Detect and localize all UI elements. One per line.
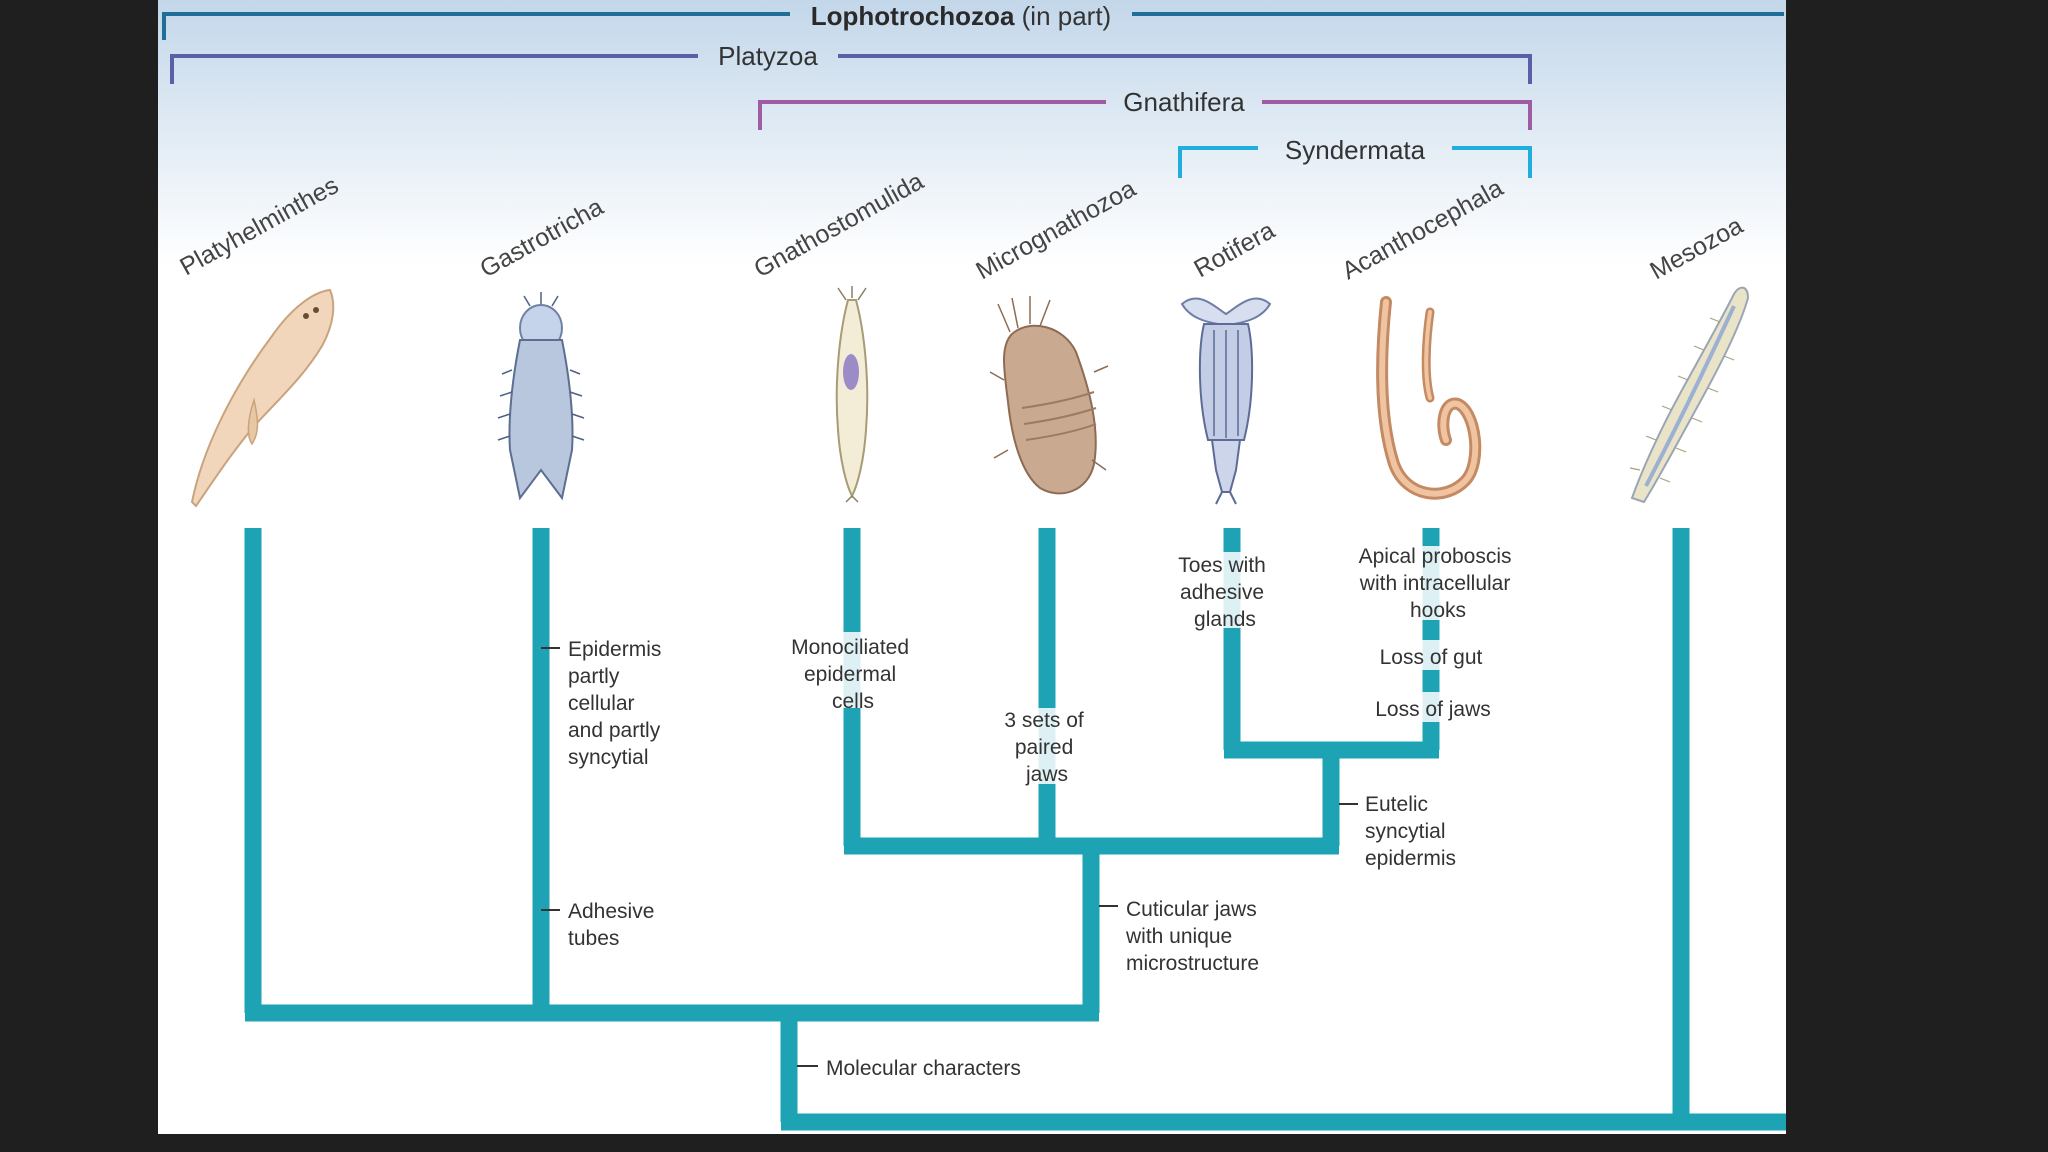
illustration-gastrotricha (497, 292, 585, 501)
illustration-acanthocephala (1376, 296, 1482, 500)
bracket-platyzoa (170, 54, 1532, 84)
group-qualifier: (in part) (1014, 1, 1111, 31)
char-eutelic-syncytial-epidermis: Eutelic syncytial epidermis (1365, 793, 1456, 870)
char-loss-of-gut: Loss of gut (1380, 646, 1483, 669)
diagram-header-gradient (158, 0, 1786, 265)
group-label-lophotrochozoa: Lophotrochozoa (in part) (811, 1, 1111, 31)
char-loss-of-jaws: Loss of jaws (1375, 698, 1491, 721)
char-epidermis-partly-syncytial: Epidermis partly cellular and partly syn… (568, 638, 667, 769)
character-ticks (541, 647, 1358, 1067)
group-label-syndermata: Syndermata (1285, 135, 1426, 165)
char-toes-adhesive-glands: Toes with adhesive glands (1178, 554, 1271, 631)
char-cuticular-jaws: Cuticular jaws with unique microstructur… (1125, 898, 1263, 975)
bracket-syndermata (1178, 146, 1532, 178)
char-monociliated-epidermal-cells: Monociliated epidermal cells (791, 636, 915, 713)
illustration-platyhelminthes (190, 288, 335, 508)
phylogenetic-tree (244, 528, 1786, 1131)
illustration-gnathostomulida (835, 286, 869, 503)
illustration-micrognathozoa (989, 296, 1109, 495)
group-name-lophotrochozoa: Lophotrochozoa (811, 1, 1015, 31)
illustration-mesozoa (1629, 286, 1750, 504)
label-backgrounds (788, 546, 1520, 784)
bracket-gnathifera (758, 100, 1532, 130)
char-apical-proboscis: Apical proboscis with intracellular hook… (1359, 545, 1518, 622)
group-label-gnathifera: Gnathifera (1123, 87, 1245, 117)
group-label-platyzoa: Platyzoa (718, 41, 818, 71)
char-molecular-characters: Molecular characters (826, 1057, 1021, 1080)
char-paired-jaws: 3 sets of paired jaws (1004, 709, 1089, 786)
char-adhesive-tubes: Adhesive tubes (568, 900, 660, 950)
illustration-rotifera (1180, 297, 1272, 505)
bracket-lophotrochozoa (162, 12, 1784, 40)
